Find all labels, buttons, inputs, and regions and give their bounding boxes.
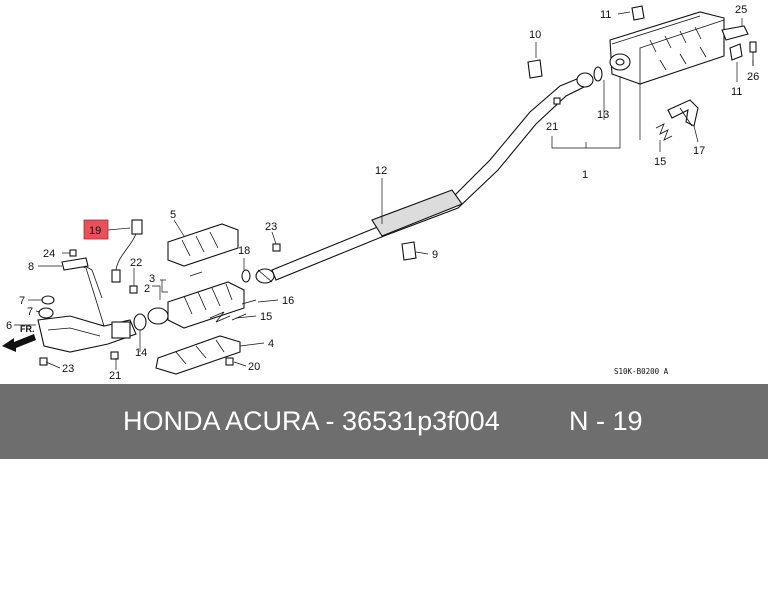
callout-25: 25 <box>735 4 747 16</box>
footer-caption: HONDA ACURA - 36531p3f004 N - 19 <box>0 384 768 459</box>
position-number-caption: N - 19 <box>569 406 643 436</box>
callout-16: 16 <box>282 295 294 307</box>
footer-bar <box>0 384 768 459</box>
parts-diagram-page: FR. 1 2 3 4 5 6 7 7 8 9 10 11 11 12 13 1… <box>0 4 768 459</box>
mount-bracket-17 <box>667 99 699 127</box>
spring-15-top <box>655 123 673 141</box>
callout-19: 19 <box>89 225 101 237</box>
bracket-8 <box>61 257 89 271</box>
callout-6: 6 <box>6 320 12 332</box>
gasket-14 <box>133 313 147 331</box>
bracket-26-bolt <box>729 41 757 66</box>
callout-9: 9 <box>432 249 438 261</box>
hanger-rubber-11-top <box>631 5 645 21</box>
hanger-rubber-10 <box>527 59 543 79</box>
direction-label: FR. <box>20 324 35 334</box>
callout-22: 22 <box>130 257 142 269</box>
front-direction-arrow: FR. <box>2 324 36 352</box>
callout-5: 5 <box>170 209 176 221</box>
heat-shield-5 <box>167 223 239 267</box>
callout-4: 4 <box>268 338 274 350</box>
hanger-rubber-9 <box>401 241 417 261</box>
part-number-caption: HONDA ACURA - 36531p3f004 <box>123 406 500 436</box>
callout-2: 2 <box>144 283 150 295</box>
flange-gasket-13 <box>593 66 603 82</box>
callout-17: 17 <box>693 145 705 157</box>
front-pipe <box>37 261 137 353</box>
callout-21-bottom: 21 <box>109 370 121 382</box>
sensor-19 <box>111 219 143 283</box>
callout-15-right: 15 <box>654 156 666 168</box>
exhaust-system-diagram: FR. 1 2 3 4 5 6 7 7 8 9 10 11 11 12 13 1… <box>2 4 759 382</box>
callout-18: 18 <box>238 245 250 257</box>
callout-11-top: 11 <box>600 9 611 21</box>
heat-shield-4 <box>155 335 241 375</box>
callout-24: 24 <box>43 248 55 260</box>
highlighted-callout-box <box>83 219 109 240</box>
exhaust-pipe-main <box>255 72 594 284</box>
callout-7-lower: 7 <box>27 306 33 318</box>
callout-7-upper: 7 <box>19 295 25 307</box>
callout-14: 14 <box>135 347 147 359</box>
leader-lines <box>14 11 754 370</box>
callout-23-top: 23 <box>265 221 277 233</box>
callout-21-top: 21 <box>546 121 558 133</box>
callout-26: 26 <box>747 71 759 83</box>
callout-23-bottom: 23 <box>62 363 74 375</box>
drawing-code: S10K-B0200 A <box>614 367 669 376</box>
callout-10: 10 <box>529 29 541 41</box>
callout-1: 1 <box>582 169 588 181</box>
callout-11-right: 11 <box>731 86 742 98</box>
catalytic-converter-2 <box>147 281 245 329</box>
callout-8: 8 <box>28 261 34 273</box>
callout-13: 13 <box>597 109 609 121</box>
callout-12: 12 <box>375 165 387 177</box>
callout-15-left: 15 <box>260 311 272 323</box>
callout-labels: 1 2 3 4 5 6 7 7 8 9 10 11 11 12 13 14 15… <box>6 4 759 382</box>
callout-20: 20 <box>248 361 260 373</box>
callout-3: 3 <box>149 273 155 285</box>
muffler <box>609 11 749 85</box>
gaskets-7 <box>38 295 55 319</box>
